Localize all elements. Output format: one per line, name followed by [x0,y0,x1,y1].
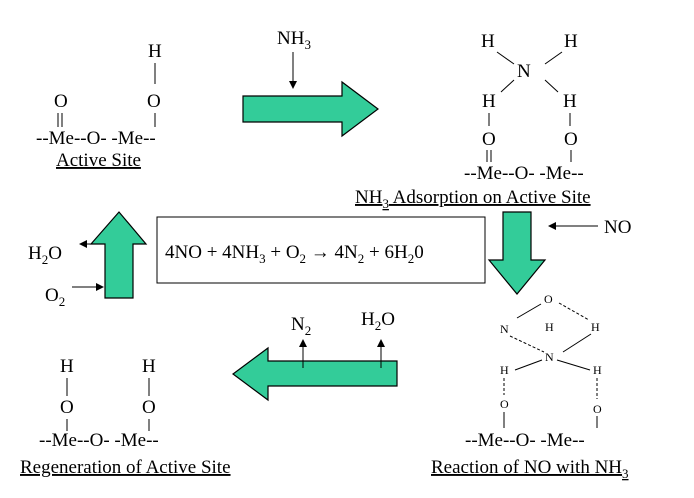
active-site-o-hydroxyl: O [147,91,161,112]
arrow-right-block [242,80,379,138]
active-site-chain: --Me--O- -Me-- [36,128,156,149]
regeneration-o-right: O [142,397,156,418]
adsorption-o-left: O [482,129,496,150]
reaction-no-n-left: N [500,322,509,336]
reaction-no-bond-nh-lower [556,359,591,371]
reaction-no-bond-nh-left [514,359,543,371]
reaction-no-h-right-low: H [593,363,602,377]
active-site-h: H [148,41,162,62]
arrow-left-block [231,346,398,402]
adsorption-bond-nh-left [496,51,515,65]
active-site-group: H O O --Me--O- -Me-- Active Site [36,41,162,171]
reaction-no-h-right: H [591,320,600,334]
h2o-output-bottom-label: H2O [361,309,395,333]
h2o-output-left-label: H2O [28,243,62,267]
no-input-label: NO [604,217,631,238]
regeneration-h-right: H [142,356,156,377]
o2-input-label: O2 [45,285,65,309]
adsorption-n: N [517,61,531,82]
adsorption-o-right: O [564,129,578,150]
reaction-no-group: O N H H N H H O O --Me--O- -Me-- Reactio… [431,292,629,481]
adsorption-h-right2: H [563,91,577,112]
reaction-equation: 4NO + 4NH3 + O2 → 4N2 + 6H20 [165,242,424,266]
adsorption-h-left: H [481,31,495,52]
adsorption-bond-nh-lower-left [500,79,515,93]
adsorption-bond-nh-lower-right [544,79,559,93]
adsorption-chain: --Me--O- -Me-- [464,163,584,184]
reaction-no-h-left-low: H [500,363,509,377]
active-site-caption: Active Site [56,150,141,171]
reaction-no-o-right: O [593,402,602,416]
regeneration-o-left: O [60,397,74,418]
reaction-no-hbond-oh [558,302,590,321]
regeneration-h-left: H [60,356,74,377]
arrow-down-block [487,211,547,295]
active-site-o-double: O [54,91,68,112]
reaction-no-o-top: O [544,292,553,306]
reaction-no-bond-on [516,303,542,319]
reaction-no-bond-nn [509,335,545,353]
n2-output-label: N2 [291,314,311,338]
reaction-no-o-left: O [500,397,509,411]
regeneration-caption: Regeneration of Active Site [20,457,231,478]
reaction-no-chain: --Me--O- -Me-- [465,430,585,451]
reaction-no-caption: Reaction of NO with NH3 [431,457,629,481]
adsorption-group: H H N H H O O --Me--O- -Me-- NH3 Adsorpt… [355,31,591,211]
adsorption-h-right: H [564,31,578,52]
reaction-equation-box [156,216,486,284]
adsorption-caption: NH3 Adsorption on Active Site [355,187,591,211]
regeneration-chain: --Me--O- -Me-- [39,430,159,451]
regeneration-group: H H O O --Me--O- -Me-- Regeneration of A… [20,356,231,478]
adsorption-h-left2: H [482,91,496,112]
reaction-no-n-center: N [545,350,554,364]
adsorption-bond-nh-right [544,51,563,65]
reaction-no-bond-nh-right [562,333,592,353]
arrow-up-block [89,211,148,299]
reaction-no-h-mid: H [545,320,554,334]
nh3-input-label: NH3 [277,28,311,52]
